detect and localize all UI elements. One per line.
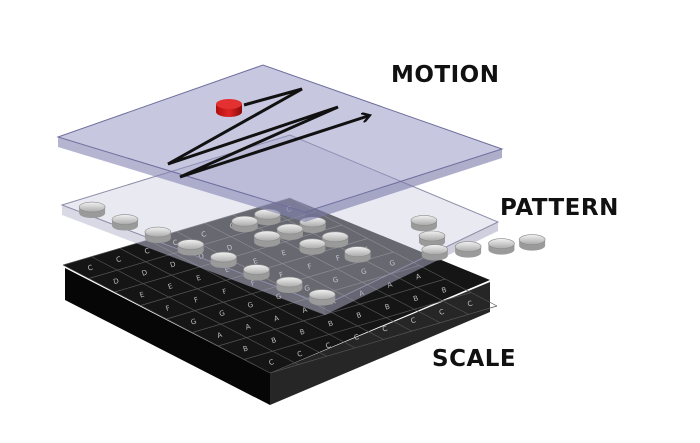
grid-note-letter: C <box>381 324 388 333</box>
pattern-puck <box>344 246 371 263</box>
grid-note-letter: C <box>438 308 445 317</box>
grid-note-letter: E <box>195 274 202 283</box>
grid-note-letter: C <box>466 299 473 308</box>
grid-note-letter: C <box>87 263 94 272</box>
grid-note-letter: F <box>335 254 341 263</box>
grid-note-letter: D <box>112 277 120 286</box>
zigzag-arrow-icon <box>167 87 368 179</box>
grid-note-letter: F <box>307 262 313 271</box>
pattern-plate-edge <box>62 205 325 315</box>
motion-label: MOTION <box>391 62 500 88</box>
motion-glass-plate <box>56 64 504 213</box>
grid-note-letter: D <box>141 269 149 278</box>
grid-note-letter: B <box>270 336 277 345</box>
grid-line <box>204 222 413 332</box>
grid-line <box>91 256 299 365</box>
grid-note-letter: A <box>216 331 223 340</box>
grid-note-letter: C <box>143 247 150 256</box>
scale-label: SCALE <box>432 346 517 372</box>
pattern-puck <box>299 238 326 255</box>
grid-note-letter: B <box>412 294 419 303</box>
pattern-puck <box>111 214 139 231</box>
pattern-puck <box>276 276 303 294</box>
grid-note-letter: B <box>441 286 448 295</box>
grid-note-letter: B <box>242 344 249 353</box>
grid-note-letter: G <box>303 284 311 293</box>
grid-line <box>289 197 498 307</box>
pattern-puck <box>78 201 106 219</box>
grid-note-letter: F <box>278 271 284 280</box>
grid-note-letter: D <box>197 252 205 261</box>
pattern-puck <box>276 223 304 240</box>
grid-line <box>119 247 327 357</box>
grid-note-letter: B <box>299 328 306 337</box>
grid-note-letter: E <box>167 282 174 291</box>
grid-note-letter: B <box>384 303 391 312</box>
pattern-puck <box>518 234 546 251</box>
pattern-puck <box>321 231 349 248</box>
pattern-puck <box>243 264 270 281</box>
grid-note-letter: A <box>273 314 280 323</box>
grid-note-letter: C <box>410 316 417 325</box>
grid-note-letter: A <box>301 306 308 315</box>
red-marker-icon <box>216 99 242 117</box>
scale-slab-left-side <box>65 268 270 405</box>
grid-note-letter: A <box>415 272 422 281</box>
grid-note-letter: A <box>386 281 393 290</box>
grid-note-letter: F <box>165 304 171 313</box>
pattern-label: PATTERN <box>500 195 619 221</box>
motion-layer <box>56 64 504 222</box>
motion-plate-edge <box>58 137 305 222</box>
pattern-puck <box>421 244 449 261</box>
pattern-pucks <box>78 201 546 306</box>
pattern-puck <box>253 230 281 247</box>
grid-note-letter: A <box>245 323 252 332</box>
pattern-puck <box>144 226 172 244</box>
grid-note-letter: B <box>327 319 334 328</box>
grid-note-letter: D <box>169 260 177 269</box>
grid-note-letter: G <box>332 276 340 285</box>
grid-note-letter: C <box>200 230 207 239</box>
grid-note-letter: C <box>296 350 303 359</box>
grid-note-letter: G <box>360 267 368 276</box>
pattern-puck <box>210 251 237 269</box>
grid-note-letter: D <box>226 243 234 252</box>
grid-note-letter: G <box>218 309 226 318</box>
grid-note-letter: C <box>325 341 332 350</box>
pattern-puck <box>308 289 336 306</box>
pattern-puck <box>410 215 438 232</box>
grid-note-letter: C <box>172 238 179 247</box>
grid-note-letter: C <box>353 333 360 342</box>
grid-note-letter: G <box>190 317 198 326</box>
grid-line <box>62 264 271 374</box>
grid-note-letter: E <box>139 291 146 300</box>
grid-note-letter: G <box>389 259 397 268</box>
pattern-puck <box>231 215 259 233</box>
grid-note-letter: C <box>115 255 122 264</box>
grid-note-letter: C <box>268 358 275 367</box>
grid-note-letter: G <box>247 301 255 310</box>
grid-note-letter: F <box>222 287 228 296</box>
pattern-puck <box>418 230 446 247</box>
pattern-puck <box>488 238 515 255</box>
grid-note-letter: E <box>281 249 288 258</box>
grid-note-letter: B <box>356 311 363 320</box>
grid-note-letter: E <box>252 257 259 266</box>
pattern-puck <box>177 239 205 256</box>
grid-note-letter: F <box>193 296 199 305</box>
pattern-puck <box>454 241 482 258</box>
pattern-plate-edge-right <box>325 222 498 315</box>
motion-plate-edge-right <box>305 149 502 222</box>
scale-slab-right-side <box>270 282 490 405</box>
